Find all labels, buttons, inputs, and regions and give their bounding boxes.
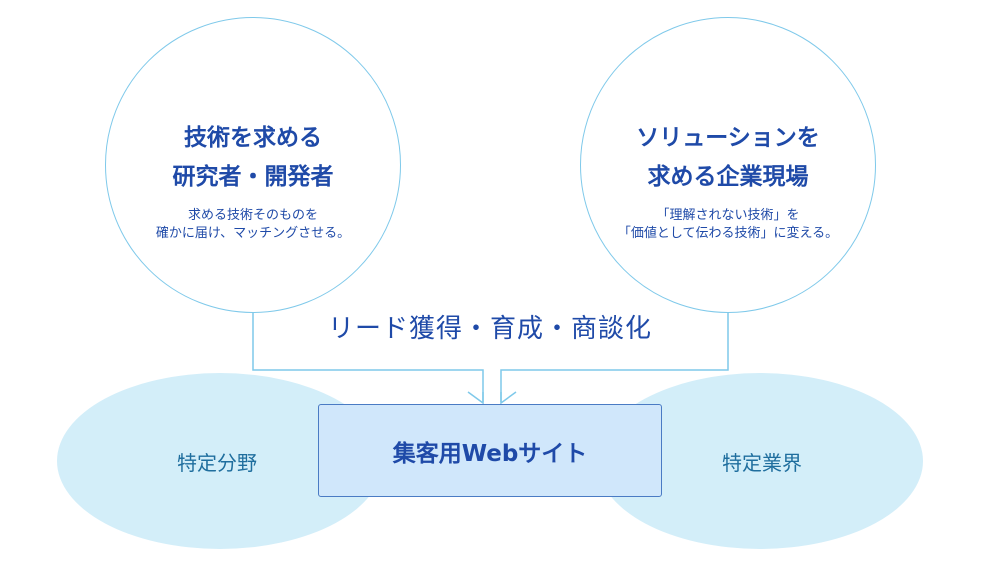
researcher-title: 技術を求める 研究者・開発者 (106, 119, 400, 197)
enterprise-desc-line-1: 「理解されない技術」を (656, 208, 800, 223)
arrowhead-right (500, 391, 517, 405)
researcher-desc-line-1: 求める技術そのものを (187, 208, 318, 223)
field-label: 特定分野 (177, 451, 257, 475)
researcher-title-line-2: 研究者・開発者 (172, 164, 334, 190)
website-box: 集客用Webサイト (318, 404, 662, 497)
website-label: 集客用Webサイト (392, 440, 588, 467)
enterprise-circle: ソリューションを 求める企業現場 「理解されない技術」を 「価値として伝わる技術… (580, 17, 876, 313)
arrowhead-left (467, 391, 484, 405)
connector-left (252, 312, 484, 402)
lead-flow-label: リード獲得・育成・商談化 (327, 314, 652, 344)
industry-label: 特定業界 (722, 451, 802, 475)
researcher-circle: 技術を求める 研究者・開発者 求める技術そのものを 確かに届け、マッチングさせる… (105, 17, 401, 313)
enterprise-title: ソリューションを 求める企業現場 (581, 119, 875, 197)
enterprise-desc-line-2: 「価値として伝わる技術」に変える。 (617, 226, 839, 241)
researcher-description: 求める技術そのものを 確かに届け、マッチングさせる。 (106, 207, 400, 243)
enterprise-title-line-1: ソリューションを (636, 125, 820, 151)
connector-right (500, 312, 729, 402)
researcher-title-line-1: 技術を求める (184, 125, 322, 151)
enterprise-description: 「理解されない技術」を 「価値として伝わる技術」に変える。 (581, 207, 875, 243)
enterprise-title-line-2: 求める企業現場 (647, 164, 809, 190)
researcher-desc-line-2: 確かに届け、マッチングさせる。 (155, 226, 351, 241)
